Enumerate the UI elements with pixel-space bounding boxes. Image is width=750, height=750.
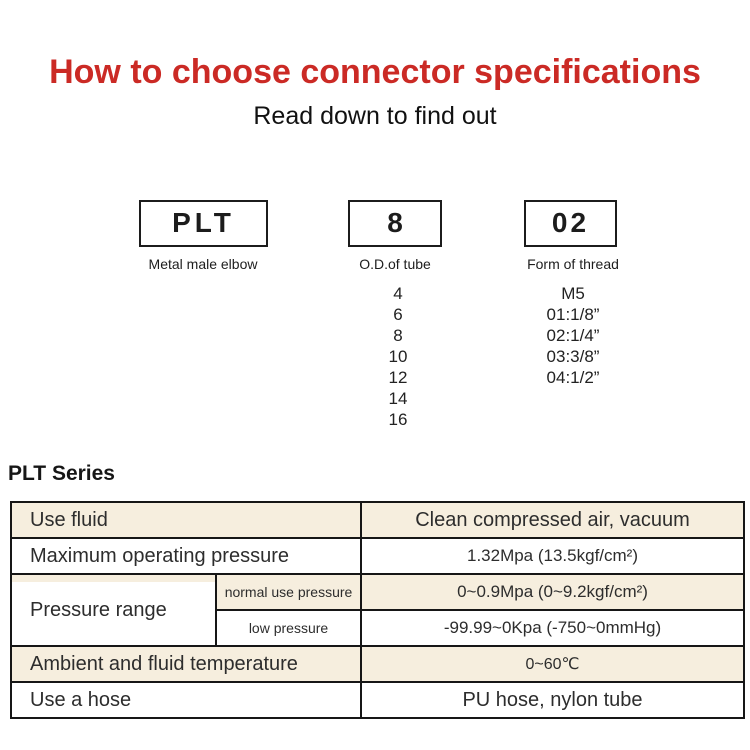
table-row-pressure-range-normal: Pressure range normal use pressure 0~0.9… (10, 573, 745, 647)
tube-od-option: 4 (393, 284, 403, 303)
table-row-pressure-range-low: low pressure -99.99~0Kpa (-750~0mmHg) (11, 609, 745, 647)
code-box-thread-label: Form of thread (527, 256, 619, 272)
code-box-tube-od-label: O.D.of tube (359, 256, 431, 272)
code-box-series: PLT (139, 200, 268, 247)
tube-od-option: 16 (388, 410, 408, 429)
tube-od-option-list: 4 6 8 10 12 14 16 (348, 283, 448, 430)
series-heading: PLT Series (8, 462, 115, 485)
code-box-thread: 02 (524, 200, 617, 247)
thread-form-option: 01:1/8” (546, 305, 600, 324)
table-row-temperature: Ambient and fluid temperature 0~60℃ (10, 645, 745, 683)
table-row-use-fluid: Use fluid Clean compressed air, vacuum (10, 501, 745, 539)
code-box-series-label: Metal male elbow (148, 256, 258, 272)
row-label: Ambient and fluid temperature (10, 645, 362, 683)
row-label: Pressure range (10, 573, 217, 647)
tube-od-option: 12 (388, 368, 408, 387)
tube-od-option: 14 (388, 389, 408, 408)
row-label: Use fluid (10, 501, 362, 539)
code-box-tube-od: 8 (348, 200, 442, 247)
row-value: 1.32Mpa (13.5kgf/cm²) (360, 537, 745, 575)
sub-row-value: -99.99~0Kpa (-750~0mmHg) (360, 609, 745, 647)
tube-od-option: 10 (388, 347, 408, 366)
row-value: 0~60℃ (360, 645, 745, 683)
thread-form-option: 02:1/4” (546, 326, 600, 345)
row-value: PU hose, nylon tube (360, 681, 745, 719)
page-subtitle: Read down to find out (253, 102, 497, 130)
page-title: How to choose connector specifications (49, 53, 701, 91)
row-value: Clean compressed air, vacuum (360, 501, 745, 539)
thread-form-option: M5 (561, 284, 585, 303)
table-row-max-pressure: Maximum operating pressure 1.32Mpa (13.5… (10, 537, 745, 575)
tube-od-option: 6 (393, 305, 403, 324)
thread-form-option-list: M5 01:1/8” 02:1/4” 03:3/8” 04:1/2” (508, 283, 638, 388)
sub-row-label: normal use pressure (215, 573, 362, 611)
spec-table: Use fluid Clean compressed air, vacuum M… (10, 501, 745, 719)
table-row-hose: Use a hose PU hose, nylon tube (10, 681, 745, 719)
row-label: Use a hose (10, 681, 362, 719)
sub-row-value: 0~0.9Mpa (0~9.2kgf/cm²) (360, 573, 745, 611)
tube-od-option: 8 (393, 326, 403, 345)
thread-form-option: 04:1/2” (546, 368, 600, 387)
sub-row-label: low pressure (215, 609, 362, 647)
thread-form-option: 03:3/8” (546, 347, 600, 366)
row-label: Maximum operating pressure (10, 537, 362, 575)
